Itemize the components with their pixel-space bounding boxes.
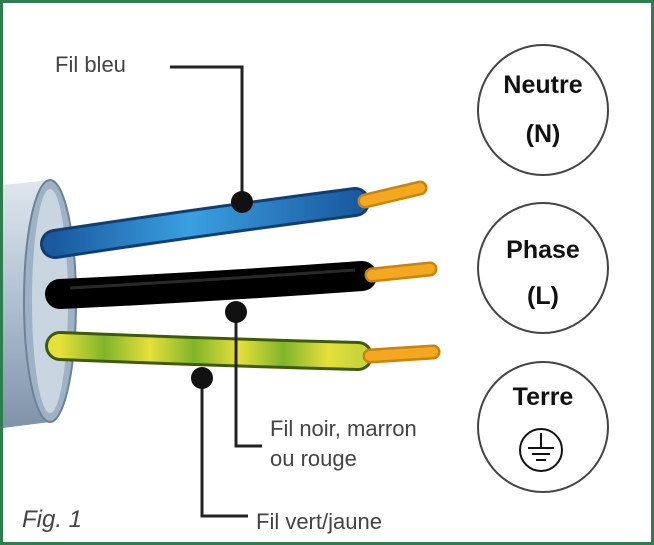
terminal-neutral: Neutre (N) [477,44,609,176]
green-yellow-wire [45,331,441,371]
terminal-phase: Phase (L) [477,202,609,334]
terminal-neutral-code: (N) [526,120,561,148]
leader-lines [170,65,262,518]
ground-symbol-icon [519,428,563,472]
blue-wire [40,180,428,259]
leader-green [200,378,248,518]
leader-blue [170,65,244,202]
label-black-wire-line2: ou rouge [270,446,357,471]
black-wire [45,261,438,309]
marker-dot-green [191,367,213,389]
label-blue-wire: Fil bleu [55,52,126,77]
leader-black [234,312,262,448]
terminal-earth-name: Terre [513,383,574,411]
label-black-wire-line1: Fil noir, marron [270,416,417,441]
terminal-earth: Terre [477,361,609,493]
terminal-neutral-name: Neutre [503,71,582,99]
terminal-phase-name: Phase [506,236,580,264]
terminal-phase-code: (L) [527,282,559,310]
marker-dot-blue [231,191,253,213]
label-green-yellow-wire: Fil vert/jaune [256,509,382,534]
marker-dot-black [225,301,247,323]
figure-label: Fig. 1 [22,506,82,533]
